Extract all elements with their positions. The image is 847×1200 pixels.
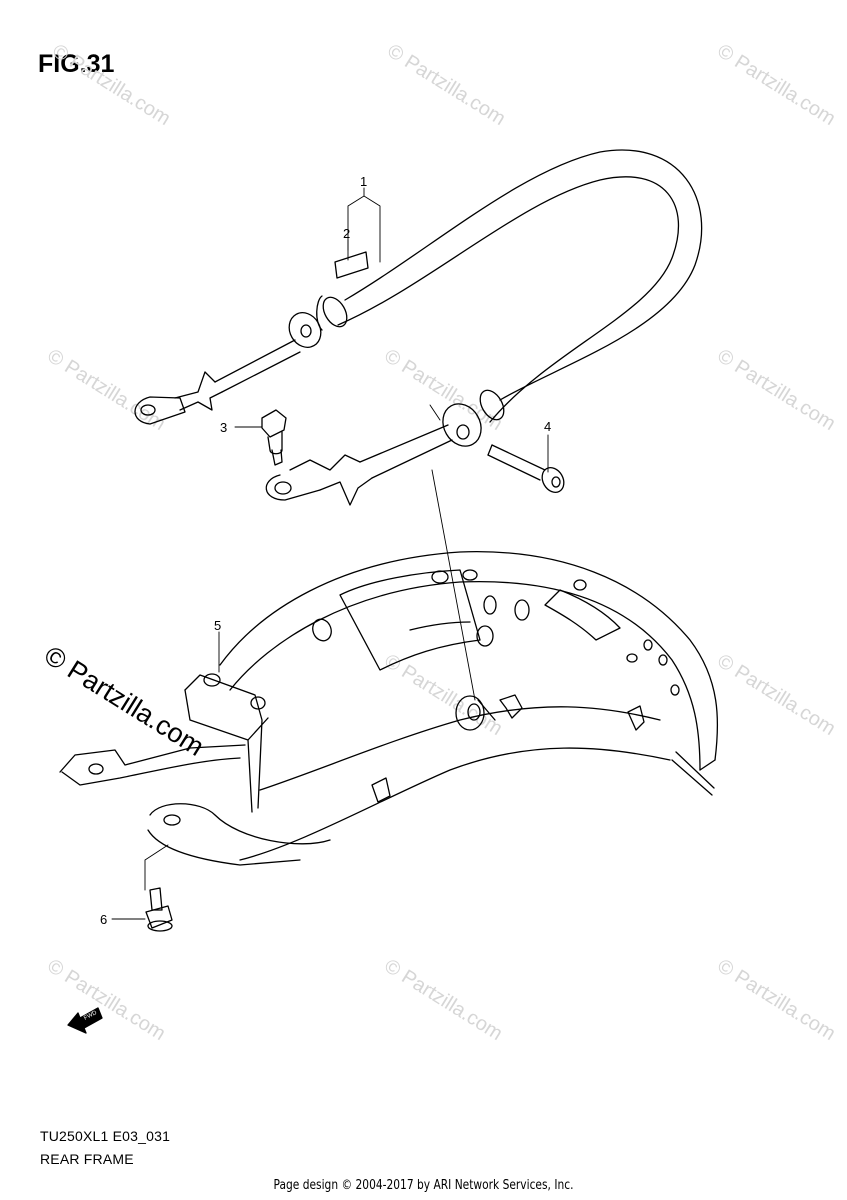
- part-5-rear-fender: [59, 551, 719, 866]
- callout-6: 6: [100, 912, 107, 927]
- part-2-label: [334, 251, 369, 279]
- diagram-name: REAR FRAME: [40, 1151, 134, 1167]
- figure-title: FIG.31: [38, 50, 115, 78]
- part-4-bolt: [487, 444, 565, 493]
- page-credit: Page design © 2004-2017 by ARI Network S…: [273, 1178, 574, 1193]
- callout-1: 1: [360, 174, 367, 189]
- diagram-code: TU250XL1 E03_031: [40, 1128, 171, 1144]
- part-1-grab-bar: [134, 149, 703, 506]
- callout-leaders: [111, 187, 549, 920]
- part-3-bolt: [261, 409, 287, 466]
- fwd-arrow-icon: FWD: [67, 1007, 103, 1034]
- callout-3: 3: [220, 420, 227, 435]
- callout-4: 4: [544, 419, 551, 434]
- callout-5: 5: [214, 618, 221, 633]
- callout-2: 2: [343, 226, 350, 241]
- part-6-bolt: [145, 887, 173, 932]
